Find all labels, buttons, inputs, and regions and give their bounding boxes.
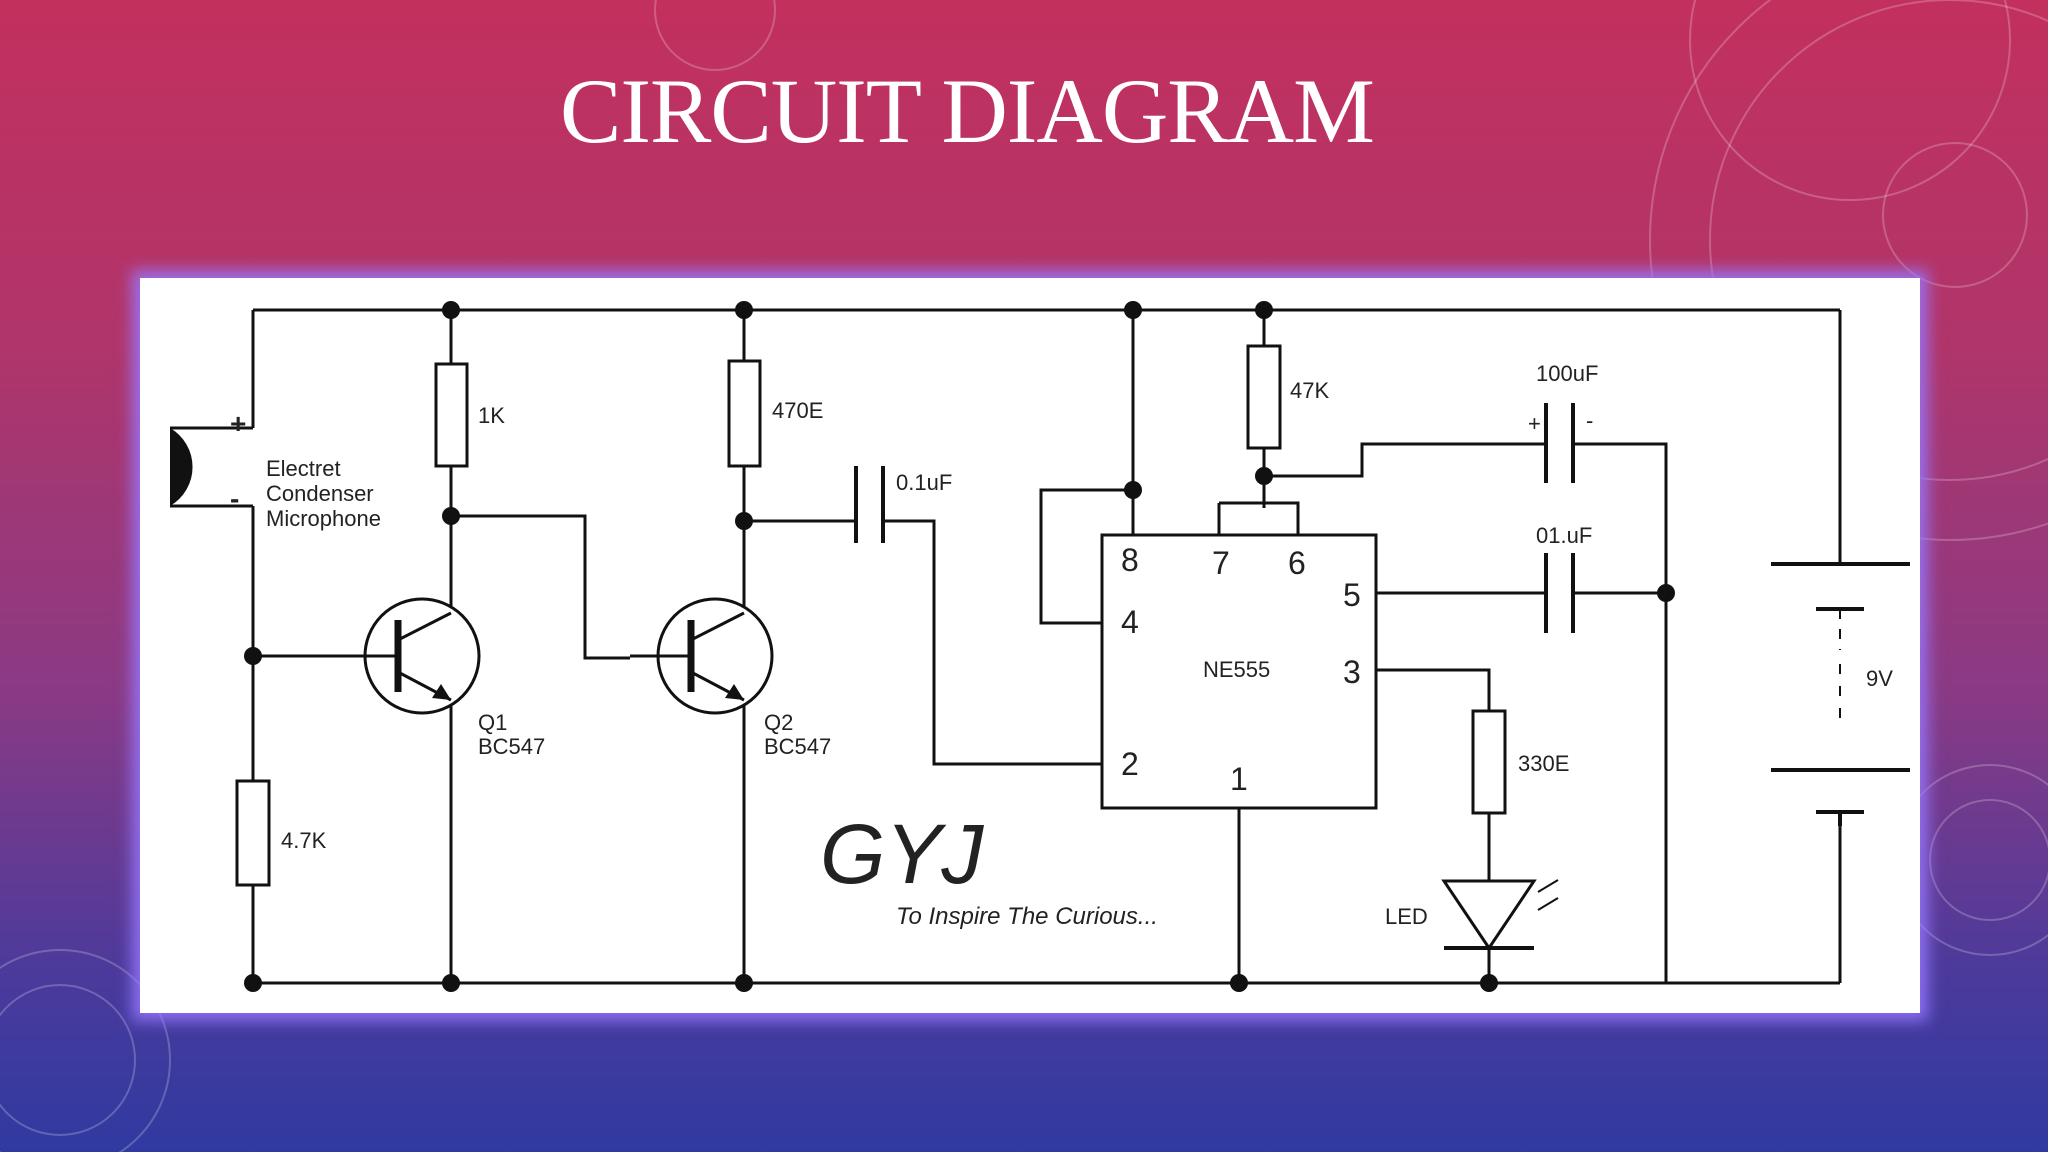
ic-pin4-label: 4 (1121, 604, 1139, 640)
slide-title: CIRCUIT DIAGRAM (560, 60, 1375, 162)
brand-tagline: To Inspire The Curious... (896, 903, 1158, 930)
ic-pin3-label: 3 (1343, 654, 1361, 690)
ic-pin6-label: 6 (1288, 545, 1306, 581)
brand-logo: GYJ (820, 807, 984, 901)
mic-label-line3: Microphone (266, 506, 381, 531)
led-label: LED (1385, 904, 1428, 929)
battery-label: 9V (1866, 666, 1893, 691)
capacitor-100uf-plus: + (1528, 411, 1541, 436)
mic-label-line1: Electret (266, 456, 341, 481)
capacitor-100uf-minus: - (1586, 408, 1593, 433)
mic-plus-label: + (230, 408, 246, 439)
ic-pin2-label: 2 (1121, 746, 1139, 782)
circuit-diagram-frame: + - Electret Condenser Microphone 1K 470… (140, 278, 1920, 1013)
resistor-330e-label: 330E (1518, 751, 1569, 776)
q1-part-label: BC547 (478, 734, 545, 759)
ic-pin1-label: 1 (1230, 761, 1248, 797)
capacitor-01uf-label: 0.1uF (896, 470, 952, 495)
ic-pin8-label: 8 (1121, 542, 1139, 578)
capacitor-pin5-label: 01.uF (1536, 523, 1592, 548)
resistor-47k-label: 47K (1290, 378, 1329, 403)
resistor-4k7-label: 4.7K (281, 828, 327, 853)
mic-label-line2: Condenser (266, 481, 374, 506)
ic-pin7-label: 7 (1212, 545, 1230, 581)
q2-part-label: BC547 (764, 734, 831, 759)
q1-name-label: Q1 (478, 710, 507, 735)
q2-name-label: Q2 (764, 710, 793, 735)
ic-pin5-label: 5 (1343, 577, 1361, 613)
microphone-symbol (170, 426, 253, 508)
mic-minus-label: - (230, 483, 239, 514)
capacitor-100uf-label: 100uF (1536, 361, 1598, 386)
ic-part-label: NE555 (1203, 657, 1270, 682)
resistor-470e-label: 470E (772, 398, 823, 423)
circuit-schematic: + - Electret Condenser Microphone 1K 470… (170, 301, 1910, 992)
resistor-1k-label: 1K (478, 403, 505, 428)
